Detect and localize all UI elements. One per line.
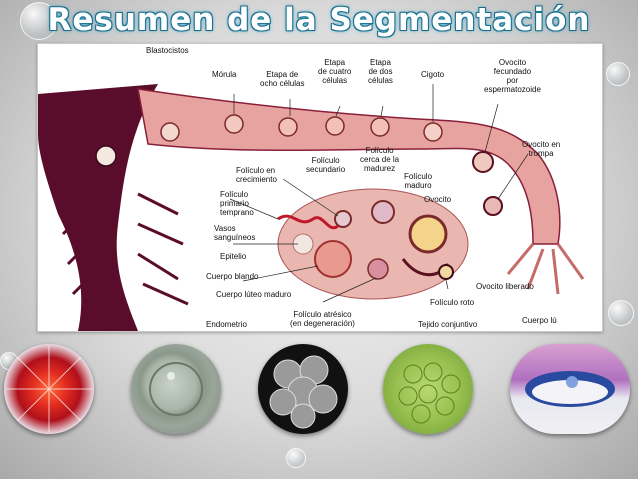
morula: [224, 114, 244, 134]
label-endometrio: Endometrio: [206, 320, 247, 329]
oocyte-in-tube: [483, 196, 503, 216]
zygote-photo: [131, 344, 221, 434]
label-cigoto: Cigoto: [421, 70, 445, 79]
endometrium-fringe: [57, 162, 189, 306]
blastocyst: [160, 122, 180, 142]
label-ovocito-liberado: Ovocito liberado: [476, 282, 534, 291]
leader-lines: [229, 84, 529, 303]
blastula-art: [398, 362, 461, 424]
label-foliculo-atresico: Folículo atrésico(en degeneración): [290, 310, 355, 328]
zygote: [423, 122, 443, 142]
morula-photo: [258, 344, 348, 434]
fertilized-oocyte-photo: [4, 344, 94, 434]
label-epitelio: Epitelio: [220, 252, 247, 261]
blastula-photo: [383, 344, 473, 434]
bubble-decoration: [20, 2, 58, 40]
eight-cell-stage: [278, 117, 298, 137]
fertilized-oocyte: [472, 151, 494, 173]
label-foliculo-roto: Folículo roto: [430, 298, 475, 307]
morula-art: [269, 355, 338, 429]
atretic-follicle: [367, 258, 389, 280]
tube-fimbriae: [506, 243, 585, 295]
follicle-secondary: [371, 200, 395, 224]
sperm-rays-art: [6, 346, 92, 432]
four-cell-stage: [325, 116, 345, 136]
released-oocyte: [438, 264, 454, 280]
diagram-art: [38, 84, 585, 331]
uterus-shape: [38, 84, 158, 331]
bubble-decoration: [606, 62, 630, 86]
corpus-luteum: [314, 240, 352, 278]
label-cuerpo-lu: Cuerpo lú: [522, 316, 557, 325]
bubble-decoration: [286, 448, 306, 468]
blood-vessels: [277, 214, 339, 230]
follicle-mature: [408, 214, 448, 254]
slide-title: Resumen de la Segmentación: [47, 2, 591, 38]
blastocyst-photo: [510, 344, 630, 434]
blastocyst-in-uterus: [95, 145, 117, 167]
two-cell-stage: [370, 117, 390, 137]
follicle-growing: [334, 210, 352, 228]
label-blastocistos: Blastocistos: [146, 46, 189, 55]
label-cuerpo-blando: Cuerpo blando: [206, 272, 259, 281]
label-morula: Mórula: [212, 70, 237, 79]
bubble-decoration: [608, 300, 634, 326]
label-cuerpo-luteo: Cuerpo lúteo maduro: [216, 290, 292, 299]
label-tejido-conjuntivo: Tejido conjuntivo: [418, 320, 478, 329]
zygote-art: [149, 362, 203, 416]
blastocyst-art: [525, 371, 615, 407]
label-ovocito: Ovocito: [424, 195, 452, 204]
